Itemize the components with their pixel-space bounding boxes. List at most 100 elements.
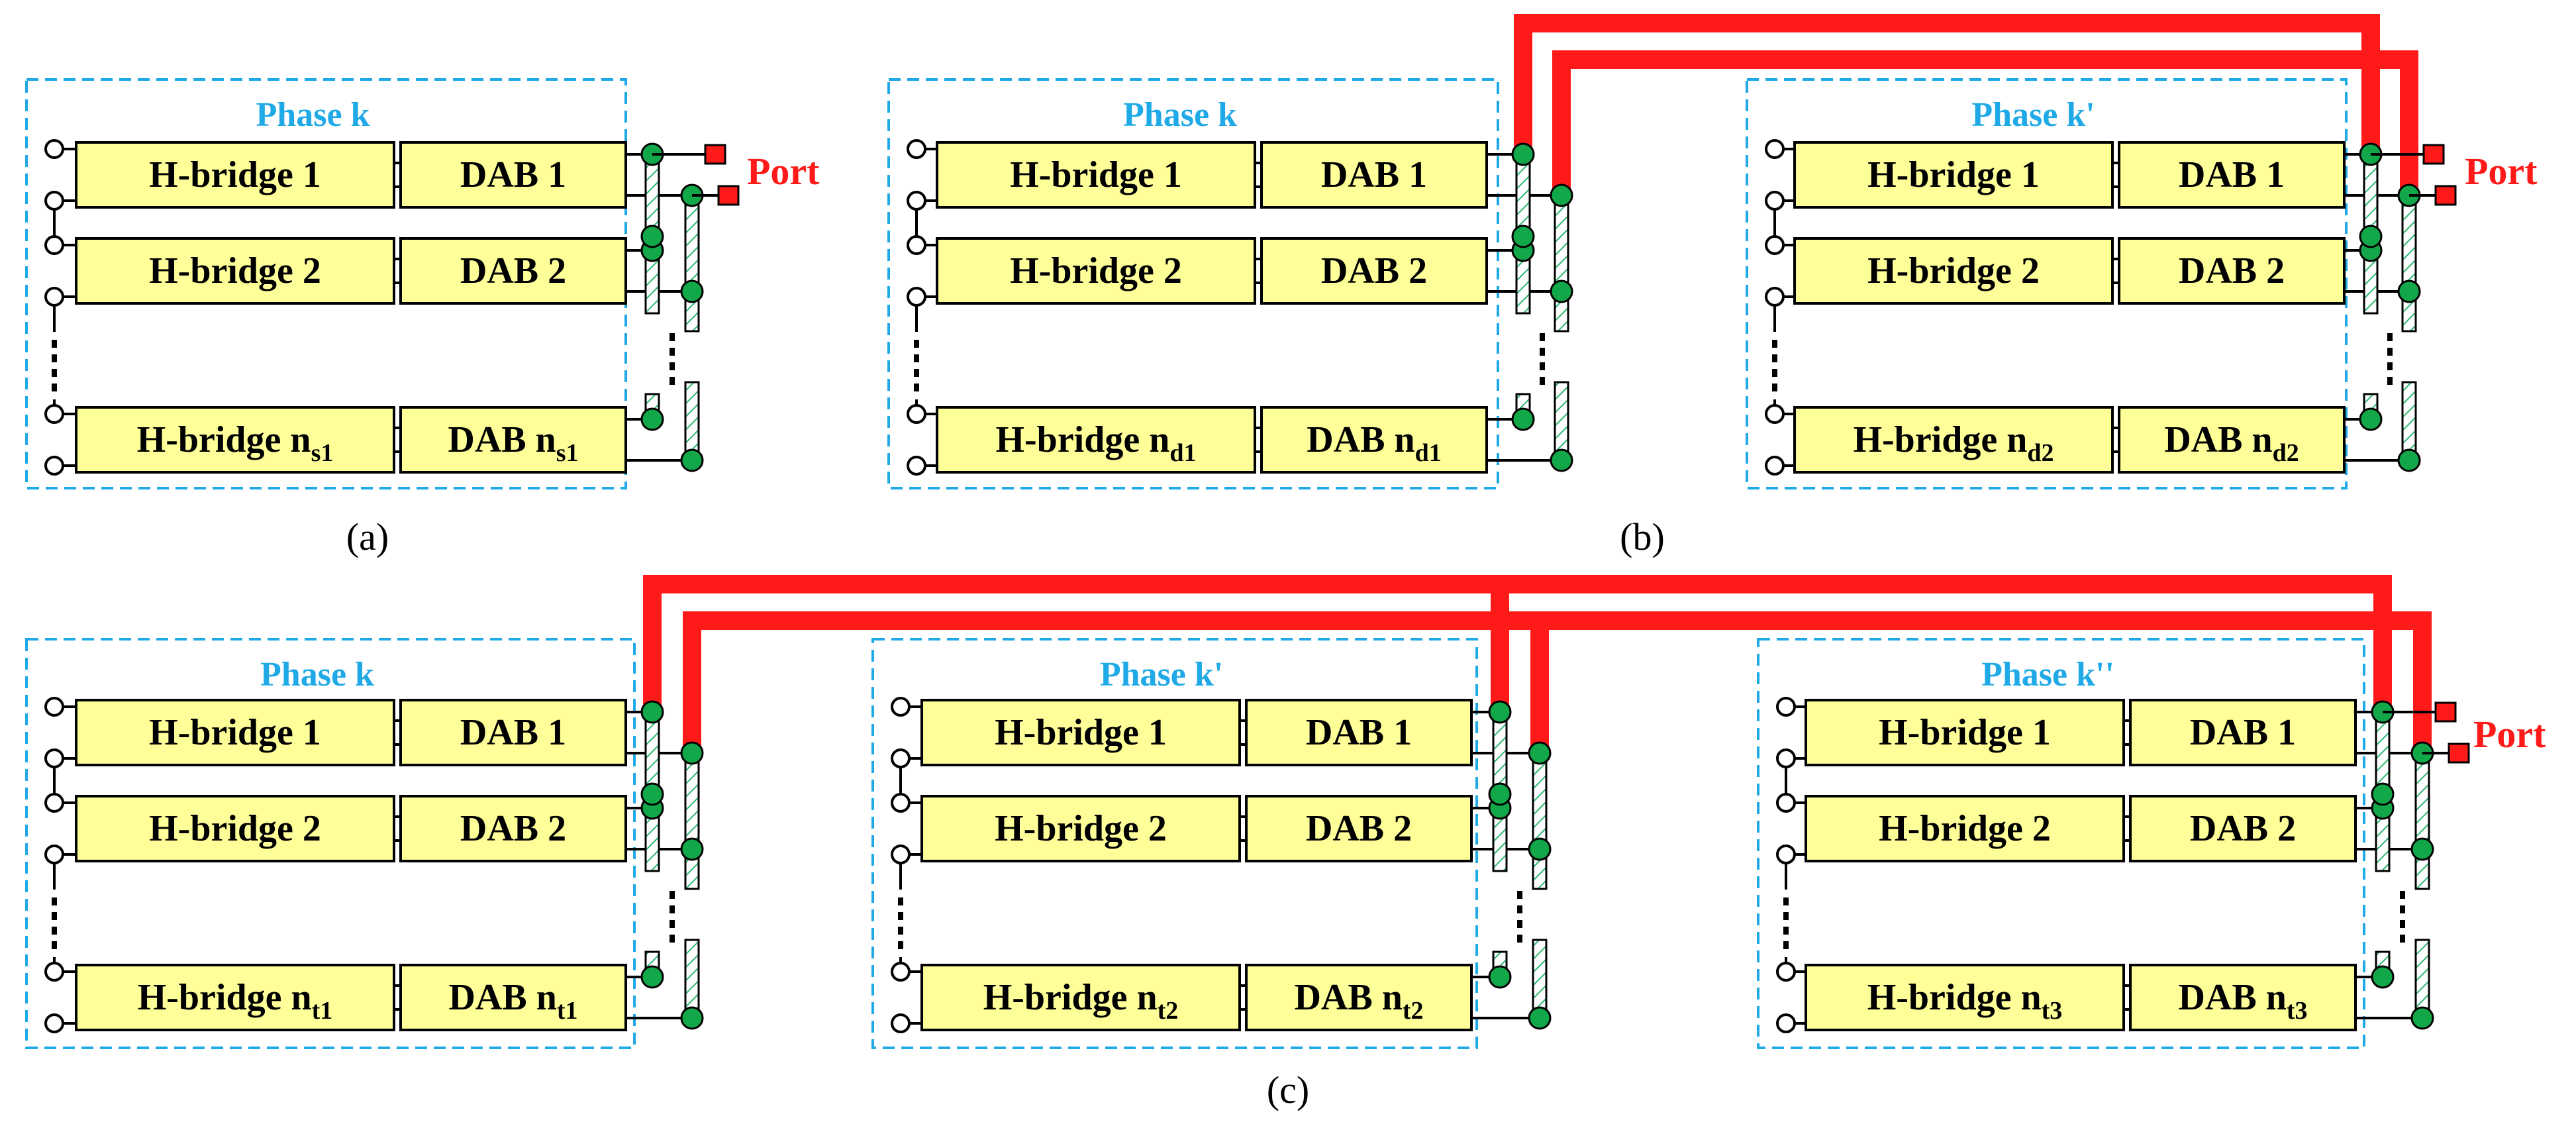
ellipsis-dots bbox=[914, 333, 1545, 391]
dab-label-subscript: d1 bbox=[1415, 439, 1442, 467]
node-dot bbox=[680, 837, 704, 861]
h-bridge-label: H-bridge 1 bbox=[149, 712, 321, 753]
input-terminal bbox=[1776, 845, 1796, 864]
dab-box bbox=[2118, 406, 2346, 474]
port-label: Port bbox=[2465, 150, 2538, 193]
node-dot bbox=[640, 225, 664, 248]
dab-label-main: DAB 1 bbox=[460, 154, 566, 195]
node-dot bbox=[2359, 407, 2383, 431]
node-dot bbox=[680, 1006, 704, 1030]
dc-rail-b bbox=[2401, 187, 2417, 333]
phase-border bbox=[1757, 638, 2365, 1049]
h-bridge-label-main: H-bridge 2 bbox=[995, 808, 1167, 849]
ellipsis-dot bbox=[1783, 897, 1789, 905]
ellipsis-dot bbox=[914, 369, 919, 377]
dab-box bbox=[1245, 699, 1473, 766]
h-bridge-label: H-bridge 2 bbox=[1867, 250, 2040, 291]
input-terminal bbox=[907, 191, 926, 211]
ellipsis-dot bbox=[2400, 905, 2405, 913]
port-terminal bbox=[717, 185, 740, 206]
phase-border bbox=[25, 638, 636, 1049]
ellipsis-dot bbox=[914, 354, 919, 362]
dab-label-main: DAB n bbox=[448, 419, 556, 460]
input-terminal bbox=[44, 404, 64, 424]
input-terminal bbox=[44, 748, 64, 768]
dab-label: DAB 1 bbox=[2190, 712, 2296, 753]
dab-box bbox=[1260, 237, 1488, 305]
phase-border bbox=[871, 638, 1478, 1049]
dab-label-main: DAB n bbox=[1294, 977, 1402, 1018]
dc-rails bbox=[640, 142, 704, 472]
h-bridge-label: H-bridge 1 bbox=[1879, 712, 2051, 753]
input-terminal bbox=[44, 1013, 64, 1033]
ellipsis-dot bbox=[1783, 927, 1789, 935]
ellipsis-dot bbox=[1517, 920, 1522, 928]
panel-caption: (b) bbox=[1620, 515, 1665, 558]
ellipsis-dot bbox=[898, 927, 903, 935]
dab-label: DAB nd1 bbox=[1307, 419, 1442, 467]
dab-box bbox=[1260, 406, 1488, 474]
ellipsis-dot bbox=[1772, 354, 1777, 362]
dab-label-main: DAB 1 bbox=[1321, 154, 1427, 195]
h-bridge-label: H-bridge nt3 bbox=[1867, 977, 2063, 1025]
red-bus-layer bbox=[643, 14, 2432, 753]
dab-label-main: DAB n bbox=[2178, 977, 2286, 1018]
node-dot bbox=[680, 741, 704, 765]
node-dot bbox=[680, 280, 704, 303]
phase-label: Phase k'' bbox=[1981, 656, 2114, 693]
h-bridge-label-main: H-bridge n bbox=[137, 419, 311, 460]
phase-label: Phase k bbox=[256, 96, 370, 134]
dab-label-main: DAB n bbox=[448, 977, 556, 1018]
ellipsis-dot bbox=[669, 348, 675, 356]
dab-label: DAB ns1 bbox=[448, 419, 578, 467]
h-bridge-label: H-bridge ns1 bbox=[137, 419, 334, 467]
input-terminal bbox=[891, 1013, 911, 1033]
dab-box bbox=[399, 699, 627, 766]
ellipsis-dot bbox=[669, 333, 675, 341]
ellipsis-dot bbox=[669, 920, 675, 928]
dab-label: DAB 2 bbox=[2190, 808, 2296, 849]
dab-label-main: DAB 2 bbox=[2179, 250, 2285, 291]
h-bridge-label-subscript: t3 bbox=[2042, 997, 2063, 1025]
h-bridge-label-main: H-bridge 2 bbox=[1867, 250, 2040, 291]
ellipsis-dot bbox=[914, 340, 919, 348]
h-bridge-box bbox=[75, 795, 395, 862]
h-bridge-label-subscript: d2 bbox=[2027, 439, 2054, 467]
port-terminal bbox=[2448, 743, 2470, 764]
port-label: Port bbox=[2473, 713, 2546, 756]
dc-rails bbox=[2371, 700, 2434, 1030]
dab-box bbox=[2129, 795, 2357, 862]
node-dot bbox=[1511, 142, 1535, 166]
node-dot bbox=[2371, 965, 2395, 989]
h-bridge-label-main: H-bridge 2 bbox=[1010, 250, 1182, 291]
dab-label-subscript: t1 bbox=[557, 997, 578, 1025]
input-terminal bbox=[891, 962, 911, 982]
input-terminal bbox=[44, 191, 64, 211]
ellipsis-dot bbox=[2387, 362, 2393, 370]
phase-label: Phase k' bbox=[1971, 96, 2095, 134]
ellipsis-dot bbox=[1540, 377, 1545, 385]
input-terminal bbox=[907, 456, 926, 476]
ellipsis-dot bbox=[669, 377, 675, 385]
h-bridge-label: H-bridge 1 bbox=[1867, 154, 2040, 195]
dab-label-subscript: t2 bbox=[1403, 997, 1424, 1025]
h-bridge-box bbox=[936, 237, 1256, 305]
dab-label: DAB nd2 bbox=[2164, 419, 2299, 467]
ellipsis-dots bbox=[1772, 333, 2393, 391]
input-terminal bbox=[1776, 962, 1796, 982]
dab-box bbox=[399, 141, 627, 209]
node-dot bbox=[680, 448, 704, 472]
port-terminal bbox=[704, 144, 726, 165]
node-dot bbox=[1550, 280, 1573, 303]
